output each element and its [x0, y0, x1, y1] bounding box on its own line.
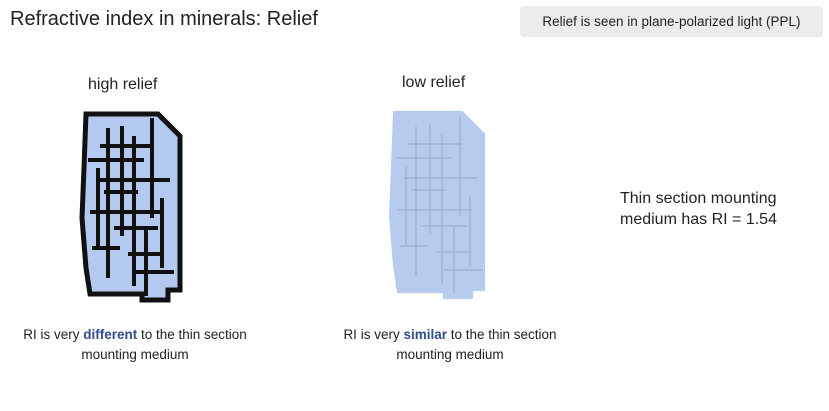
low-caption-emphasis: similar: [403, 327, 447, 342]
high-caption-post: to the thin section mounting medium: [81, 327, 247, 362]
low-relief-caption: RI is very similar to the thin section m…: [335, 325, 565, 365]
low-relief-cleavage-lines: [396, 116, 482, 294]
slide-title: Refractive index in minerals: Relief: [10, 8, 318, 30]
high-relief-caption: RI is very different to the thin section…: [20, 325, 250, 365]
mounting-medium-note-line2: medium has RI = 1.54: [620, 211, 777, 228]
high-relief-cleavage-lines: [88, 118, 174, 296]
ppl-note-badge: Relief is seen in plane-polarized light …: [520, 6, 823, 37]
mounting-medium-note-line1: Thin section mounting: [620, 190, 777, 207]
high-relief-mineral-grain: [79, 111, 183, 303]
high-caption-emphasis: different: [83, 327, 138, 342]
low-caption-post: to the thin section mounting medium: [396, 327, 557, 362]
high-caption-pre: RI is very: [23, 327, 84, 342]
low-relief-mineral-grain: [388, 111, 485, 299]
high-relief-label: high relief: [88, 76, 158, 93]
low-caption-pre: RI is very: [343, 327, 404, 342]
low-relief-label: low relief: [402, 74, 466, 91]
mounting-medium-note: Thin section mounting medium has RI = 1.…: [620, 188, 820, 230]
